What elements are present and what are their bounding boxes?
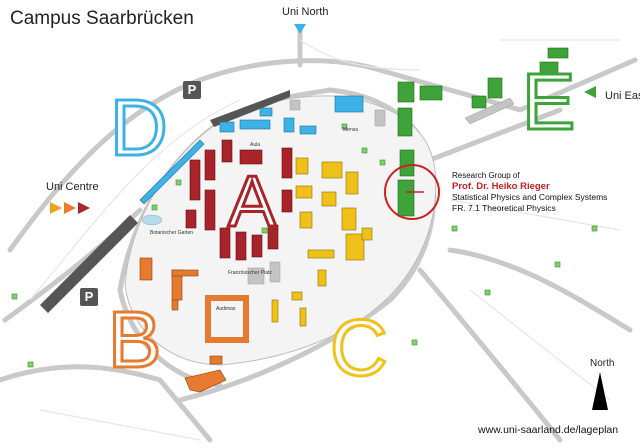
site-url[interactable]: www.uni-saarland.de/lageplan xyxy=(478,424,619,436)
zone-e-letter: E xyxy=(520,57,576,146)
parking-icon: P xyxy=(80,288,98,306)
compass-arrow-icon xyxy=(592,372,608,410)
zone-e-buildings xyxy=(397,47,569,217)
uni-centre-label: Uni Centre xyxy=(46,181,99,193)
green-markers xyxy=(11,123,598,368)
zone-a-letter: A xyxy=(226,162,277,242)
zone-d-buildings xyxy=(139,95,364,205)
research-group-info: Research Group of Prof. Dr. Heiko Rieger… xyxy=(452,170,607,214)
french-square-label: Französischer Platz xyxy=(228,270,272,276)
compass-label: North xyxy=(590,358,615,369)
map-title: Campus Saarbrücken xyxy=(10,8,194,29)
research-line-1: Research Group of xyxy=(452,171,520,180)
zone-b-buildings xyxy=(139,257,249,393)
botanical-garden-label: Botanischer Garten xyxy=(150,230,194,236)
uni-north-label: Uni North xyxy=(282,6,329,18)
zone-d-letter: D xyxy=(109,83,170,172)
audimax-label: Audimax xyxy=(216,306,236,312)
north-arrow-icon xyxy=(294,24,306,34)
zone-a-buildings xyxy=(185,139,293,261)
east-arrow-icon xyxy=(584,86,596,98)
zone-c-letter: C xyxy=(329,303,390,392)
research-line-4: FR. 7.1 Theoretical Physics xyxy=(452,203,556,213)
zone-b-letter: B xyxy=(106,295,162,384)
research-professor: Prof. Dr. Heiko Rieger xyxy=(452,181,550,192)
aula-label: Aula xyxy=(250,142,261,148)
mensa-label: Mensa xyxy=(343,127,359,133)
parking-strip-north xyxy=(210,90,290,127)
other-buildings xyxy=(247,97,515,285)
minor-roads xyxy=(29,39,621,441)
research-group-marker xyxy=(384,164,440,220)
zone-c-buildings xyxy=(271,157,373,327)
centre-arrows-icon xyxy=(50,202,90,214)
research-line-3: Statistical Physics and Complex Systems xyxy=(452,192,608,202)
pond xyxy=(141,214,163,226)
parking-icon: P xyxy=(183,81,201,99)
parking-strip-west xyxy=(40,215,138,313)
uni-east-label: Uni East xyxy=(605,90,640,102)
